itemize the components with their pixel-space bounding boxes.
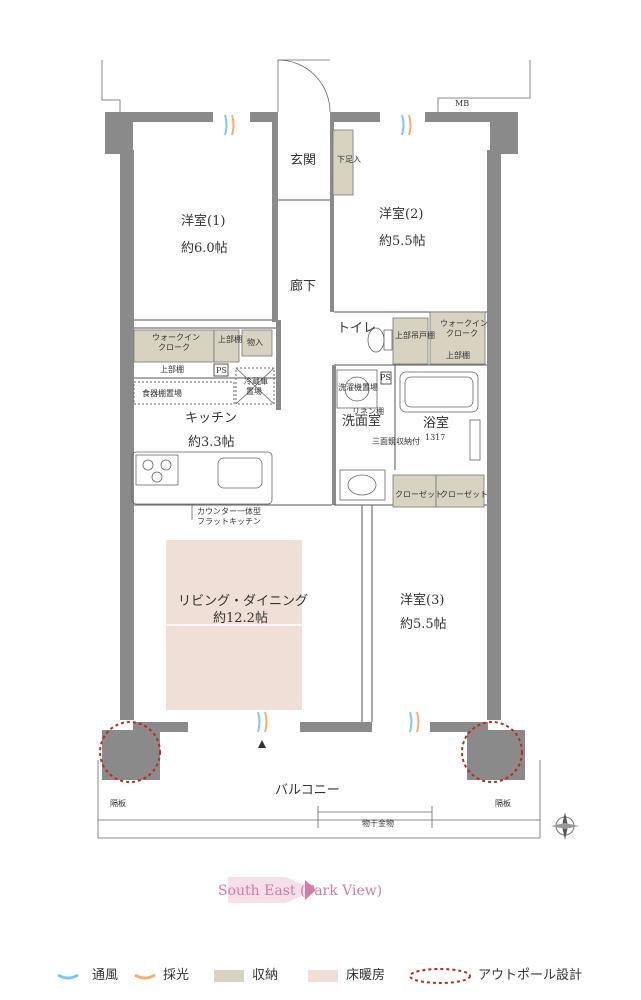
label-closet-b: クローゼット <box>440 489 488 499</box>
label-partition-right: 隔板 <box>495 798 511 808</box>
label-storage: 物入 <box>247 337 263 347</box>
label-upper-left2: 上部棚 <box>218 334 242 344</box>
legend: 通風 採光 収納 床暖房 アウトポール設計 <box>57 967 582 984</box>
storage-swatch <box>214 970 244 982</box>
room-living-name: リビング・ダイニング <box>178 594 308 609</box>
direction-arrow <box>228 877 316 903</box>
legend-storage: 収納 <box>252 968 278 983</box>
wic-right <box>429 311 486 365</box>
daylight-icon <box>134 973 156 980</box>
context-lines <box>97 60 541 839</box>
room-bathroom-size: 1317 <box>425 433 445 442</box>
window-markers <box>224 114 420 733</box>
label-walkin-left: ウォークイン <box>152 333 200 342</box>
room-living-area: 約12.2帖 <box>213 611 268 626</box>
label-closet-a: クローゼット <box>395 489 443 499</box>
outpole-markers <box>99 721 523 783</box>
storage-room <box>241 329 273 357</box>
room-western3-area: 約5.5帖 <box>400 617 447 632</box>
room-balcony: バルコニー <box>275 783 340 798</box>
label-clothes-rod: 物干金物 <box>362 818 394 828</box>
wic-left <box>133 329 215 363</box>
room-western1-area: 約6.0帖 <box>181 241 228 256</box>
label-fridge2: 置場 <box>246 386 262 396</box>
toilet-fixture <box>367 327 393 353</box>
shoe-cabinet <box>332 129 354 196</box>
balcony-features <box>258 740 433 828</box>
label-counter1: カウンター一体型 <box>197 506 261 516</box>
label-storage3: 三面鏡収納付 <box>372 436 420 446</box>
label-shoe: 下足入 <box>337 155 361 164</box>
label-upper-left: 上部棚 <box>160 364 184 374</box>
label-linen: リネン棚 <box>352 406 384 416</box>
legend-outpole: アウトポール設計 <box>478 967 582 983</box>
entrance-door <box>277 59 331 113</box>
legend-ventilation: 通風 <box>92 968 118 983</box>
label-cloak-right: クローク <box>446 329 478 338</box>
room-western2-area: 約5.5帖 <box>379 234 426 249</box>
legend-daylight: 採光 <box>163 968 189 983</box>
kitchen-counter <box>131 451 273 520</box>
closet-b <box>435 474 485 508</box>
floor-heating-zone <box>166 540 302 710</box>
room-western3-name: 洋室(3) <box>400 592 444 608</box>
label-washer: 洗濯機置場 <box>338 382 378 392</box>
label-dish: 食器棚置場 <box>142 388 182 398</box>
room-washroom: 洗面室 <box>342 413 381 429</box>
room-kitchen-name: キッチン <box>185 411 237 426</box>
label-ps-left: PS <box>216 366 227 375</box>
outpole-icon <box>409 968 471 984</box>
outpole-left <box>102 730 160 780</box>
label-walkin-right: ウォークイン <box>440 319 488 328</box>
label-upper-right: 上部棚 <box>446 350 470 360</box>
ventilation-icon <box>57 973 79 980</box>
label-ps-right: PS <box>380 373 391 382</box>
compass-icon <box>551 812 579 840</box>
exterior-walls <box>102 112 525 780</box>
storage-areas <box>133 129 486 508</box>
bathtub <box>399 371 481 461</box>
direction-label: South East (Park View) <box>218 883 382 899</box>
outpole-right <box>467 730 525 780</box>
label-counter2: フラットキッチン <box>197 517 261 526</box>
room-entrance: 玄関 <box>290 153 316 168</box>
legend-floorheat: 床暖房 <box>346 967 385 983</box>
floorheat-swatch <box>308 970 338 982</box>
room-toilet: トイレ <box>337 321 376 336</box>
room-kitchen-area: 約3.3帖 <box>188 435 235 450</box>
room-western2-name: 洋室(2) <box>379 206 423 222</box>
closet-a <box>392 474 437 508</box>
washroom-fixtures <box>336 369 392 501</box>
label-cloak-left: クローク <box>158 343 190 352</box>
room-corridor: 廊下 <box>290 278 316 294</box>
label-mb: MB <box>455 99 469 108</box>
label-fridge1: 冷蔵庫 <box>244 376 268 386</box>
label-upper2: 上部吊戸棚 <box>395 330 435 340</box>
room-western1-name: 洋室(1) <box>181 213 225 229</box>
label-partition-left: 隔板 <box>110 798 126 808</box>
fridge-dish-area <box>133 363 275 405</box>
room-bathroom-name: 浴室 <box>423 415 449 431</box>
